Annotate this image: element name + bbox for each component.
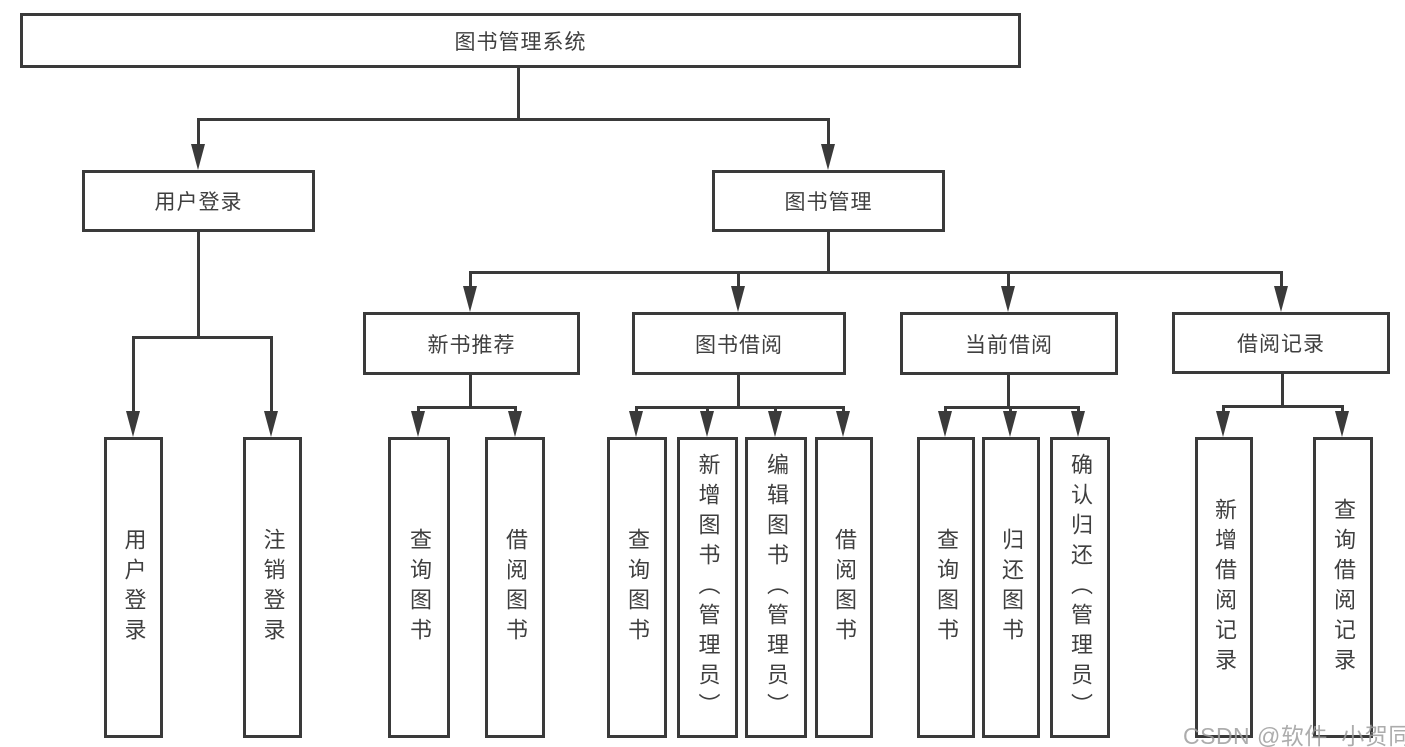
connector-line (417, 406, 517, 409)
leaf-current-confirm-return-admin: 确认归还（管理员） (1050, 437, 1110, 738)
connector-line (469, 375, 472, 406)
connector-line (944, 406, 1080, 409)
arrowhead-down-icon (1001, 286, 1015, 312)
leaf-borrow-query-books: 查询图书 (607, 437, 667, 738)
arrowhead-down-icon (191, 144, 205, 170)
node-label: 图书管理 (784, 191, 873, 214)
node-label: 当前借阅 (965, 333, 1053, 357)
connector-line (737, 271, 740, 288)
node-label: 图书管理系统 (454, 30, 587, 54)
arrowhead-down-icon (1003, 411, 1017, 437)
arrowhead-down-icon (836, 411, 850, 437)
connector-line (197, 232, 200, 336)
connector-line (132, 336, 273, 339)
connector-line (1077, 406, 1080, 413)
node-book-borrow: 图书借阅 (632, 312, 846, 375)
leaf-borrow-add-books-admin: 新增图书（管理员） (677, 437, 738, 738)
connector-line (270, 336, 273, 413)
arrowhead-down-icon (463, 286, 477, 312)
node-label: 图书借阅 (695, 333, 783, 357)
node-borrow-records: 借阅记录 (1172, 312, 1390, 374)
connector-line (842, 406, 845, 413)
connector-line (1007, 271, 1010, 288)
node-label: 用户登录 (154, 191, 243, 214)
connector-line (944, 406, 947, 413)
arrowhead-down-icon (768, 411, 782, 437)
arrowhead-down-icon (126, 411, 140, 437)
connector-line (1007, 375, 1010, 406)
node-user-login: 用户登录 (82, 170, 315, 232)
arrowhead-down-icon (700, 411, 714, 437)
arrowhead-down-icon (1071, 411, 1085, 437)
connector-line (1341, 405, 1344, 413)
node-book-management: 图书管理 (712, 170, 945, 232)
leaf-borrow-borrow-books: 借阅图书 (815, 437, 873, 738)
connector-line (635, 406, 845, 409)
connector-line (417, 406, 420, 413)
connector-line (514, 406, 517, 413)
node-label: 新书推荐 (427, 333, 516, 357)
leaf-borrow-edit-books-admin: 编辑图书（管理员） (745, 437, 807, 738)
arrowhead-down-icon (264, 411, 278, 437)
connector-line (706, 406, 709, 413)
connector-line (1222, 405, 1225, 413)
csdn-watermark: CSDN @软件_小贺同学 (1183, 723, 1405, 747)
connector-line (469, 271, 472, 288)
connector-line (517, 68, 520, 118)
connector-line (197, 118, 830, 121)
connector-line (1222, 405, 1344, 408)
leaf-logout-login: 注销登录 (243, 437, 302, 738)
connector-line (132, 336, 135, 413)
arrowhead-down-icon (508, 411, 522, 437)
connector-line (827, 232, 830, 273)
arrowhead-down-icon (1335, 411, 1349, 437)
arrowhead-down-icon (731, 286, 745, 312)
arrowhead-down-icon (821, 144, 835, 170)
leaf-current-return-books: 归还图书 (982, 437, 1040, 738)
connector-line (1281, 374, 1284, 405)
node-label: 借阅记录 (1237, 333, 1325, 356)
leaf-newbook-borrow-books: 借阅图书 (485, 437, 545, 738)
leaf-newbook-query-books: 查询图书 (388, 437, 450, 738)
connector-line (827, 118, 830, 146)
connector-line (635, 406, 638, 413)
arrowhead-down-icon (629, 411, 643, 437)
connector-line (774, 406, 777, 413)
node-root-library-system: 图书管理系统 (20, 13, 1021, 68)
connector-line (1280, 271, 1283, 288)
arrowhead-down-icon (938, 411, 952, 437)
leaf-user-login: 用户登录 (104, 437, 163, 738)
leaf-records-query-record: 查询借阅记录 (1313, 437, 1373, 738)
leaf-records-add-record: 新增借阅记录 (1195, 437, 1253, 738)
connector-line (469, 271, 1283, 274)
connector-line (1009, 406, 1012, 413)
arrowhead-down-icon (1274, 286, 1288, 312)
connector-line (197, 118, 200, 146)
arrowhead-down-icon (1216, 411, 1230, 437)
node-new-book-recommend: 新书推荐 (363, 312, 580, 375)
connector-line (737, 375, 740, 406)
leaf-current-query-books: 查询图书 (917, 437, 975, 738)
arrowhead-down-icon (411, 411, 425, 437)
node-current-borrow: 当前借阅 (900, 312, 1118, 375)
